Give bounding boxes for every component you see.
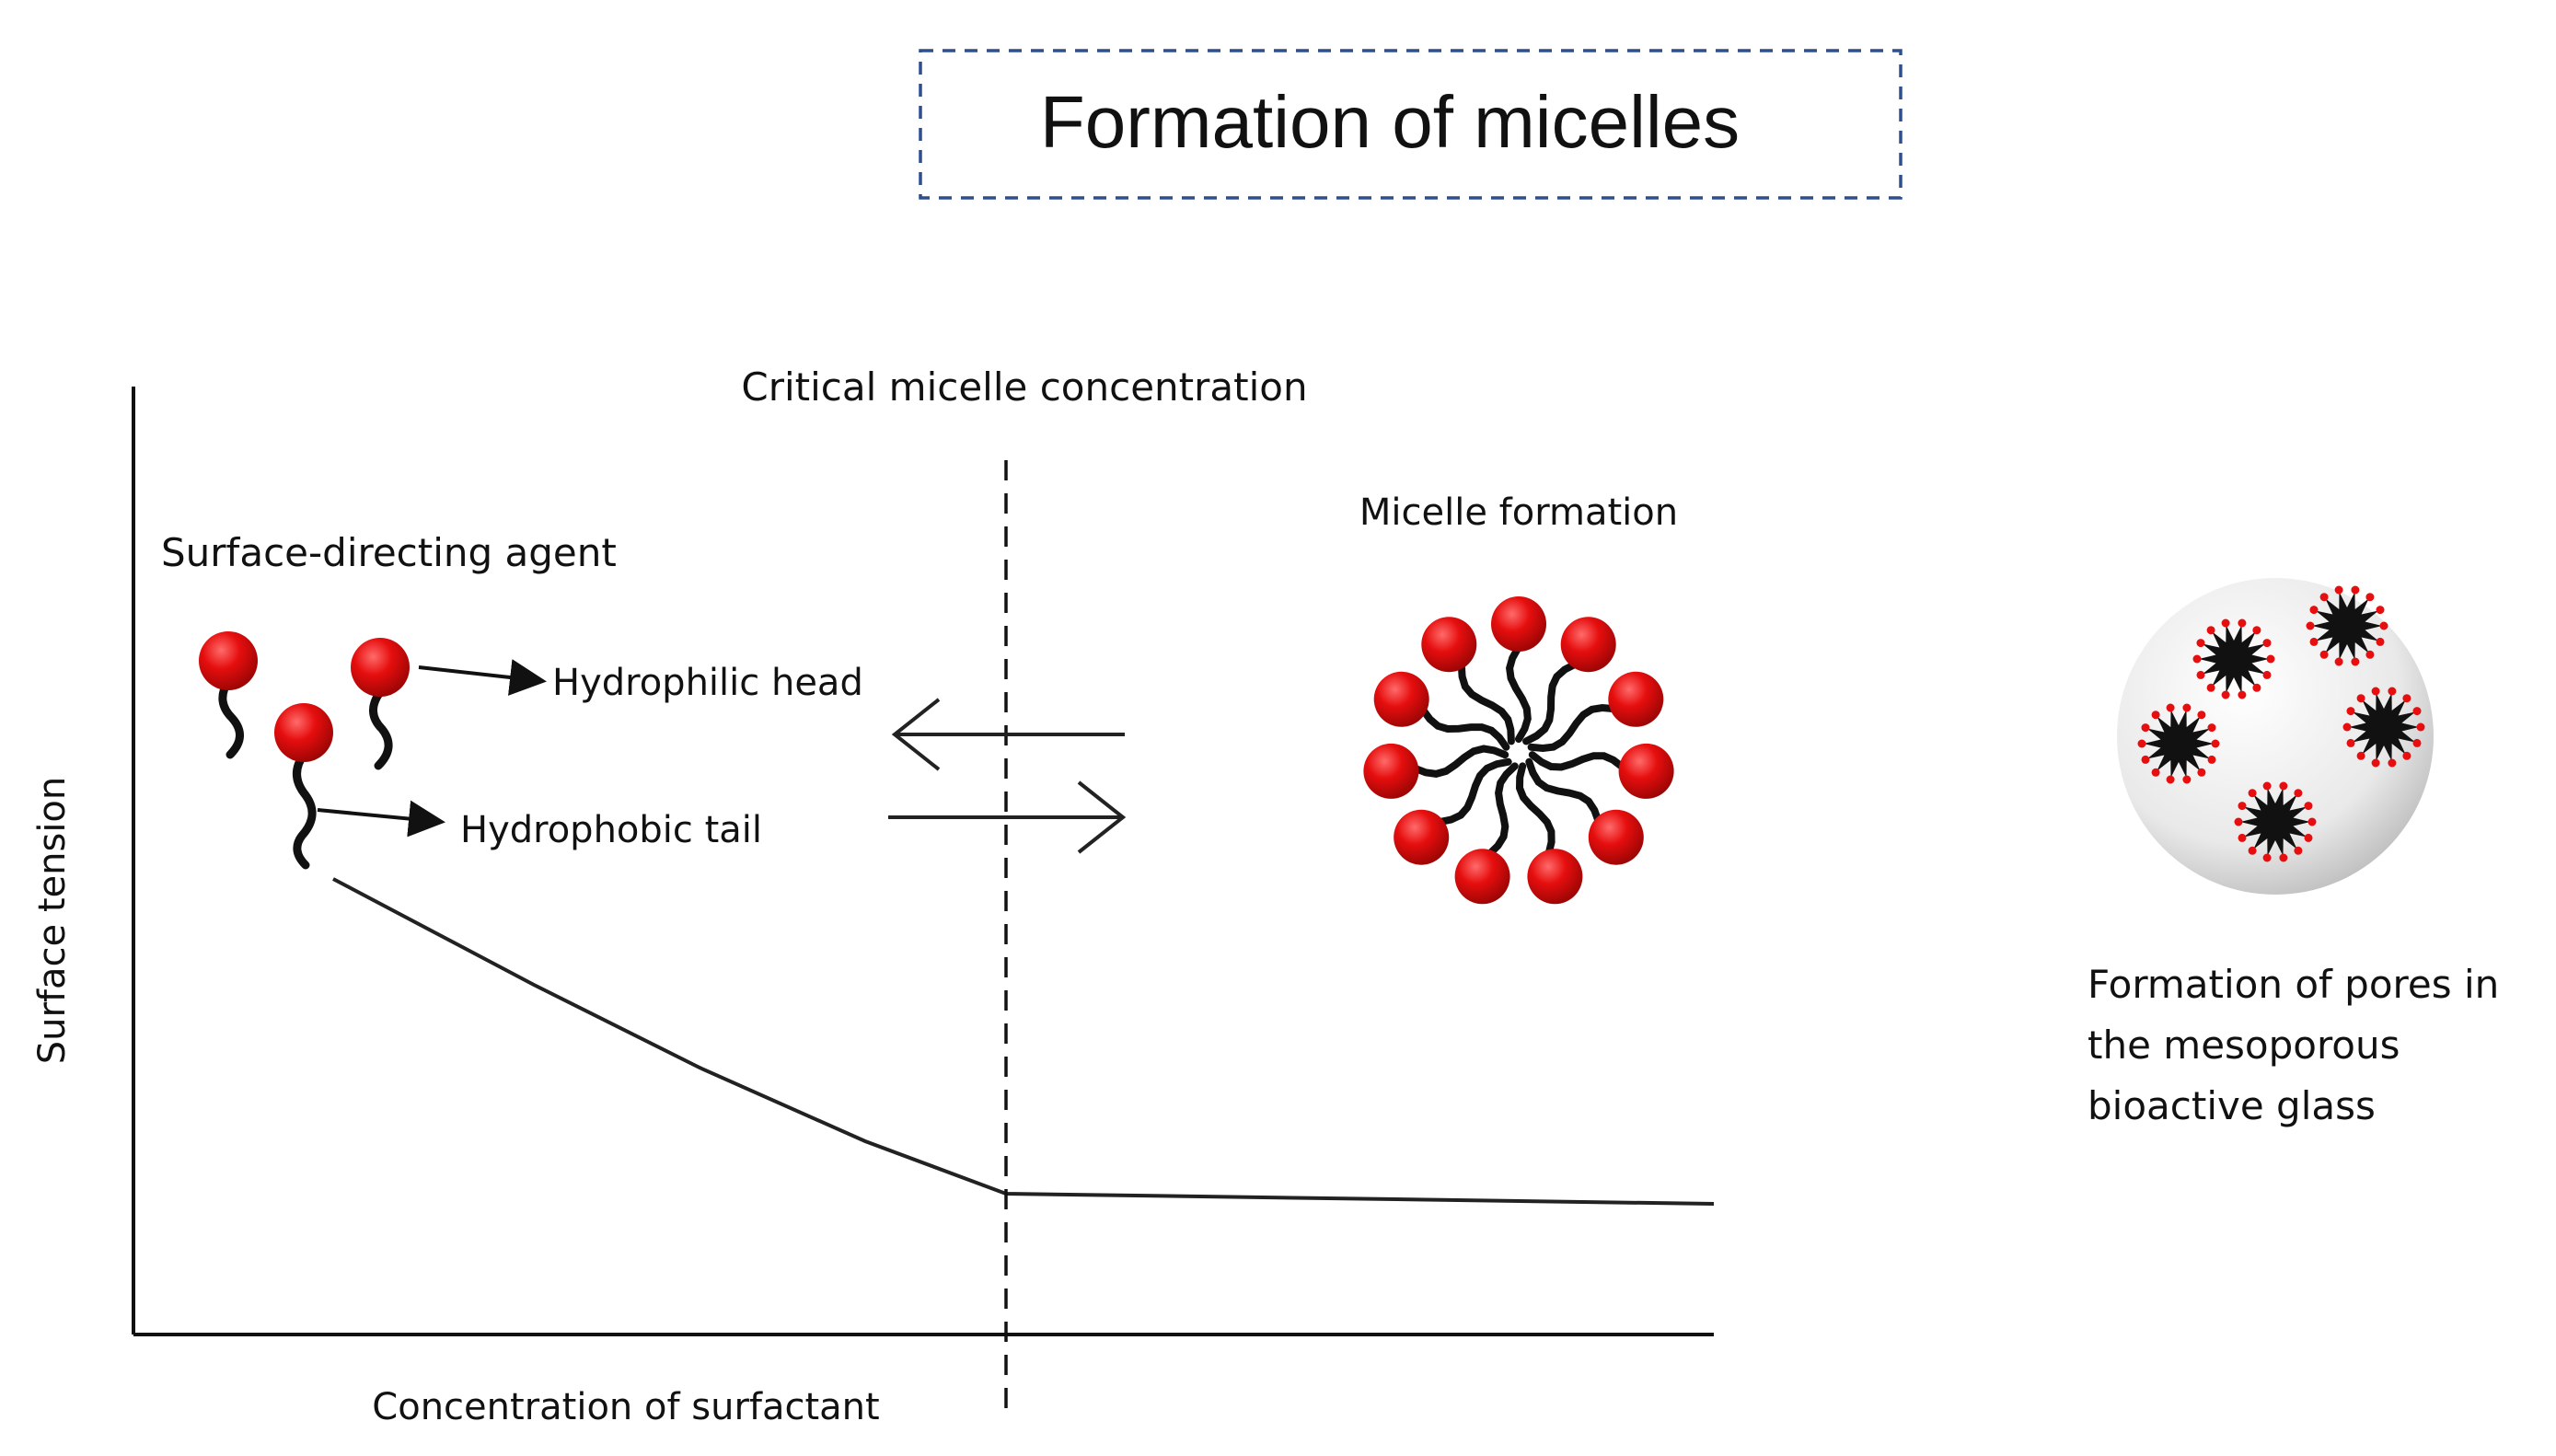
micelle-tail	[1506, 634, 1532, 743]
title-border	[919, 49, 1903, 200]
tail-pointer-arrow	[317, 800, 445, 838]
surface-tension-curve	[332, 877, 1715, 1206]
micelle-icon	[1363, 596, 1674, 905]
micelle-head	[1421, 617, 1477, 673]
micelle-tail	[1477, 762, 1519, 866]
tail-label: Hydrophobic tail	[460, 809, 762, 851]
micelle-head	[1608, 671, 1664, 727]
micelle-head	[1527, 849, 1583, 905]
micelle-head	[1394, 809, 1450, 865]
micelle-tail	[1527, 703, 1630, 753]
pores-caption-line: bioactive glass	[2088, 1083, 2376, 1128]
head-pointer-arrow	[418, 659, 547, 696]
micelle-tail	[1457, 649, 1515, 745]
pore-icon	[2192, 618, 2275, 699]
micelle-formation-label: Micelle formation	[1359, 491, 1678, 534]
micelle-head	[1373, 671, 1429, 727]
graph-axes	[132, 387, 1714, 1336]
hydrophilic-head-icon	[274, 703, 333, 762]
micelle-tail	[1525, 757, 1606, 837]
x-axis-label: Concentration of surfactant	[372, 1386, 879, 1428]
micelle-head	[1454, 849, 1510, 905]
equilibrium-arrows	[888, 698, 1127, 854]
micelle-head	[1363, 743, 1419, 799]
micelle-head	[1491, 596, 1546, 652]
surfactant-molecule	[199, 631, 258, 759]
pore-icon	[2306, 585, 2388, 666]
surfactant-molecule	[274, 703, 333, 870]
mesoporous-glass-sphere	[2117, 578, 2434, 895]
micelle-tail	[1522, 655, 1590, 745]
pores-caption-line: the mesoporous	[2088, 1023, 2400, 1068]
micelle-tail	[1412, 696, 1510, 751]
pores-caption: Formation of pores in the mesoporous bio…	[2088, 962, 2499, 1128]
cmc-label: Critical micelle concentration	[741, 364, 1307, 410]
micelle-tail	[1400, 745, 1509, 778]
pore-icon	[2234, 781, 2317, 862]
hydrophilic-head-icon	[351, 638, 410, 697]
pores-caption-line: Formation of pores in	[2088, 962, 2499, 1007]
micelle-tail	[1515, 762, 1556, 869]
left-arrow	[891, 698, 1125, 771]
micelle-tail	[1528, 751, 1636, 779]
pore-icon	[2342, 687, 2425, 768]
agent-label: Surface-directing agent	[161, 530, 617, 575]
head-label: Hydrophilic head	[552, 662, 863, 704]
micelle-head	[1560, 617, 1616, 673]
micelle-head	[1588, 809, 1644, 865]
title-box: Formation of micelles	[919, 49, 1903, 200]
hydrophilic-head-icon	[199, 631, 258, 690]
right-arrow	[888, 780, 1127, 854]
micelle-tail	[1424, 757, 1512, 828]
pore-icon	[2137, 703, 2220, 784]
surfactant-molecule	[351, 638, 410, 770]
micelle-head	[1618, 743, 1674, 799]
page-title: Formation of micelles	[1040, 81, 1740, 163]
y-axis-label: Surface tension	[31, 777, 74, 1065]
